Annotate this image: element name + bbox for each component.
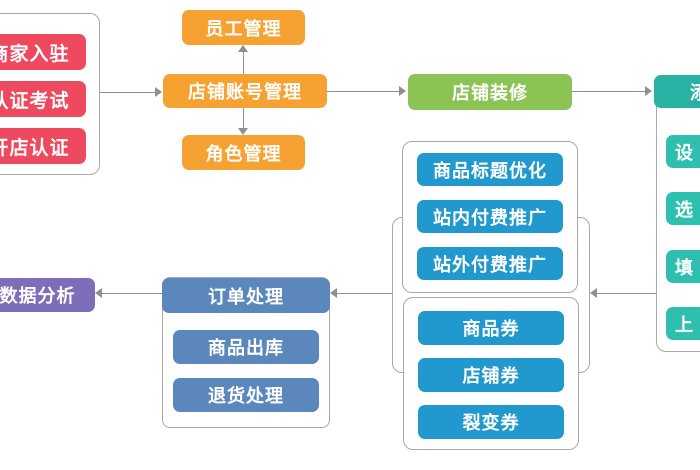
arrowhead-down <box>238 128 248 135</box>
connector-addproduct-to-marketing <box>597 293 656 294</box>
node-product-step-2: 选 <box>666 192 700 225</box>
node-product-coupon: 商品券 <box>418 311 564 345</box>
connector-decoration-to-addproduct <box>572 91 645 92</box>
group-onboarding: 商家入驻 认证考试 开店认证 <box>0 13 100 175</box>
node-product-outbound: 商品出库 <box>173 330 319 364</box>
card-order-processing: 订单处理 商品出库 退货处理 <box>162 277 330 428</box>
node-fission-coupon: 裂变券 <box>418 405 564 439</box>
connector-account-to-role <box>243 108 244 128</box>
group-coupons: 商品券 店铺券 裂变券 <box>403 297 579 450</box>
arrowhead-left <box>590 288 597 298</box>
node-product-step-4: 上 <box>666 307 700 340</box>
connector-onboarding-to-account <box>100 92 155 93</box>
node-store-coupon: 店铺券 <box>418 358 564 392</box>
arrowhead-up <box>238 45 248 52</box>
arrowhead-left <box>330 288 337 298</box>
arrowhead-left <box>95 288 102 298</box>
connector-account-to-decoration <box>327 91 399 92</box>
arrowhead-right <box>645 86 652 96</box>
node-return-processing: 退货处理 <box>173 378 319 412</box>
node-certification-exam: 认证考试 <box>0 81 86 117</box>
node-product-step-3: 填 <box>666 250 700 283</box>
node-offsite-paid-promotion: 站外付费推广 <box>417 247 563 280</box>
connector-marketing-to-orders <box>337 293 392 294</box>
arrowhead-right <box>399 86 406 96</box>
node-store-account-management: 店铺账号管理 <box>163 74 327 108</box>
node-store-certification: 开店认证 <box>0 128 86 164</box>
node-onsite-paid-promotion: 站内付费推广 <box>417 200 563 233</box>
node-product-step-1: 设 <box>666 135 700 168</box>
node-store-decoration: 店铺装修 <box>408 74 572 110</box>
node-role-management: 角色管理 <box>182 135 305 170</box>
group-promotion: 商品标题优化 站内付费推广 站外付费推广 <box>402 141 578 293</box>
node-add-product-header: 添 <box>654 75 700 108</box>
connector-orders-to-analysis <box>102 293 162 294</box>
node-employee-management: 员工管理 <box>182 10 305 45</box>
node-title-optimization: 商品标题优化 <box>417 153 563 186</box>
node-merchant-entry: 商家入驻 <box>0 34 86 70</box>
node-order-processing: 订单处理 <box>162 278 330 313</box>
connector-account-to-employee <box>243 52 244 74</box>
node-data-analysis: 数据分析 <box>0 278 95 312</box>
arrowhead-right <box>155 87 162 97</box>
